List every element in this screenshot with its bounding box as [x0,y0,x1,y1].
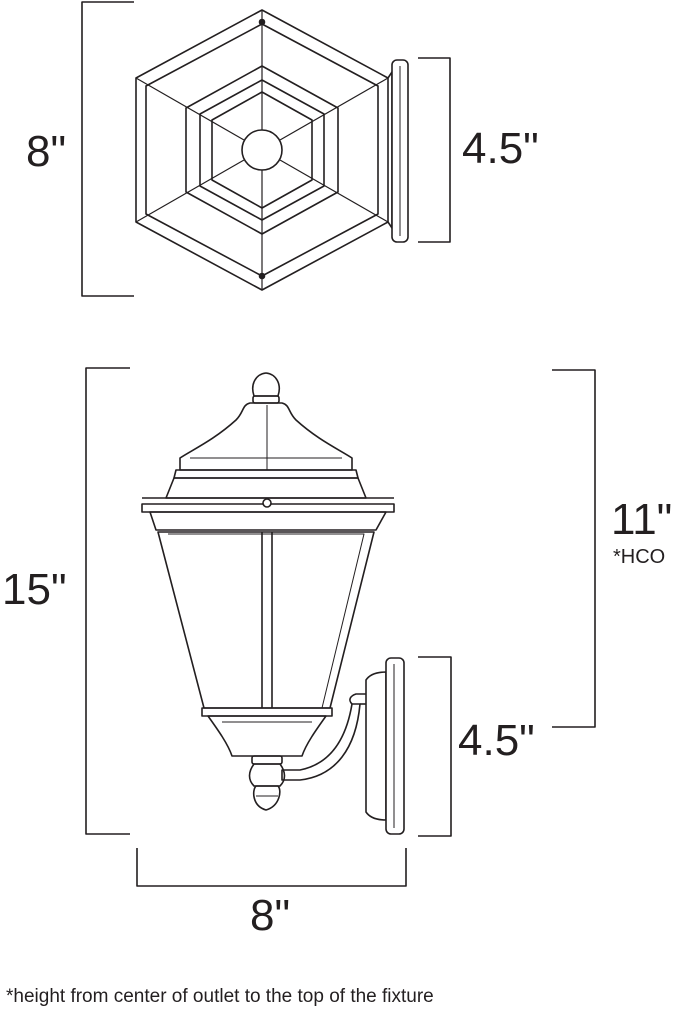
top-depth-label: 4.5" [462,124,539,173]
top-screw-top [258,18,266,26]
top-view [81,1,451,297]
side-height-label: 15" [2,565,67,614]
top-center-finial [241,129,283,171]
side-hco-sub: *HCO [613,546,665,568]
side-backplate-bracket [418,656,452,837]
side-dome [179,402,353,471]
top-screw-bottom [258,272,266,280]
side-bottom-finial [252,785,281,811]
side-glass-outer [157,531,375,709]
top-radial-lines [135,10,389,290]
top-width-bracket [81,1,134,297]
side-arm [281,703,361,781]
side-bottom-band [201,707,333,717]
footnote: *height from center of outlet to the top… [6,986,434,1007]
side-backplate-mount [365,671,387,821]
top-width-label: 8" [26,127,66,176]
top-depth-bracket [418,57,451,243]
side-cap-rim [173,469,359,479]
side-hco-label: 11" [611,495,672,544]
side-width-bracket [136,848,407,887]
side-height-bracket [85,367,130,835]
side-width-label: 8" [250,891,290,940]
side-hco-bracket [552,369,596,728]
side-backplate [385,657,405,835]
side-top-finial [251,372,281,397]
side-backplate-label: 4.5" [458,716,535,765]
side-view [85,367,596,887]
